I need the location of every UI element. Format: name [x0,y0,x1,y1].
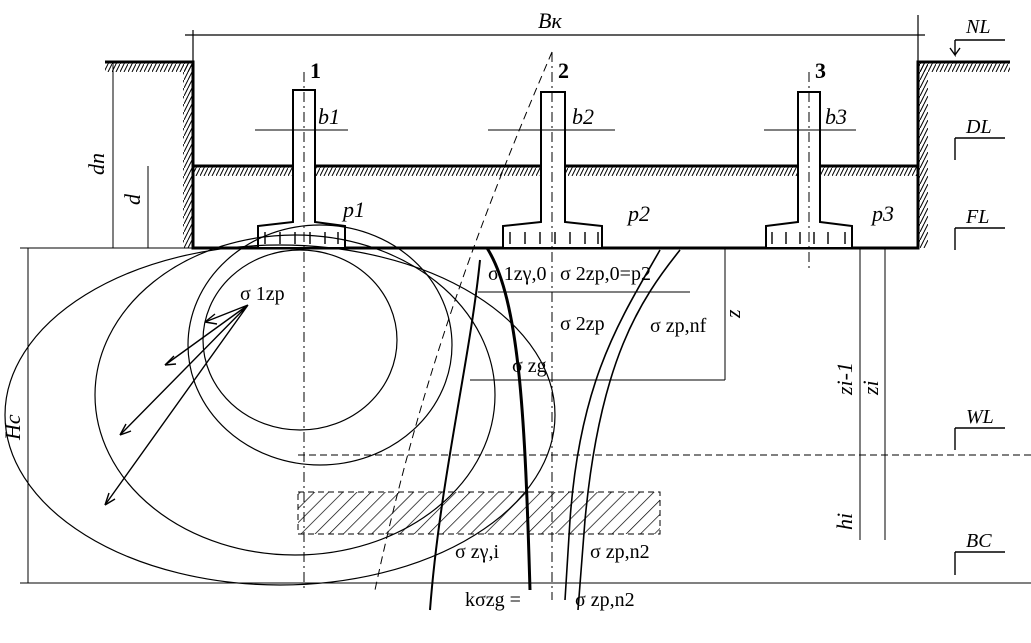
foundation-2-pressure: p2 [626,201,650,226]
label-ksigma: kσzg = [465,589,521,611]
level-nl: NL [965,16,990,38]
level-fl: FL [965,206,989,228]
label-szgi: σ zγ,i [455,541,499,563]
stress-arrows [104,304,249,506]
label-szg: σ zg [512,355,547,377]
dimension-lines [27,62,886,583]
label-szpn2-bottom: σ zp,n2 [575,589,635,611]
foundation-2-width: b2 [572,104,594,129]
foundation-3-width: b3 [825,104,847,129]
label-szpnf: σ zp,nf [650,315,707,337]
depth-hc: Hc [0,414,25,441]
depth-dn: dn [84,153,109,175]
depth-z: z [720,309,745,319]
depth-zi-1: zi-1 [832,362,857,396]
depth-zi: zi [858,380,883,396]
foundation-3-pressure: p3 [870,201,894,226]
label-s1zg0: σ 1zγ,0 [488,263,547,285]
pressure-arrows [264,232,846,244]
foundation-1-number: 1 [310,58,321,83]
label-s1zp: σ 1zp [240,283,285,305]
stress-bulbs [4,224,556,586]
depth-d: d [120,193,145,205]
foundation-2-number: 2 [558,58,569,83]
width-label: Bк [538,8,562,33]
level-markers [949,39,1005,575]
foundation-1-pressure: p1 [341,197,365,222]
level-bc: BC [966,530,992,552]
foundation-1-width: b1 [318,104,340,129]
label-s2zp0: σ 2zp,0=p2 [560,263,651,285]
depth-hi: hi [832,513,857,530]
foundation-3-number: 3 [815,58,826,83]
level-dl: DL [965,116,992,138]
levels-lines [20,247,1031,584]
label-szpn2: σ zp,n2 [590,541,650,563]
level-wl: WL [966,406,994,428]
label-s2zp: σ 2zp [560,313,605,335]
